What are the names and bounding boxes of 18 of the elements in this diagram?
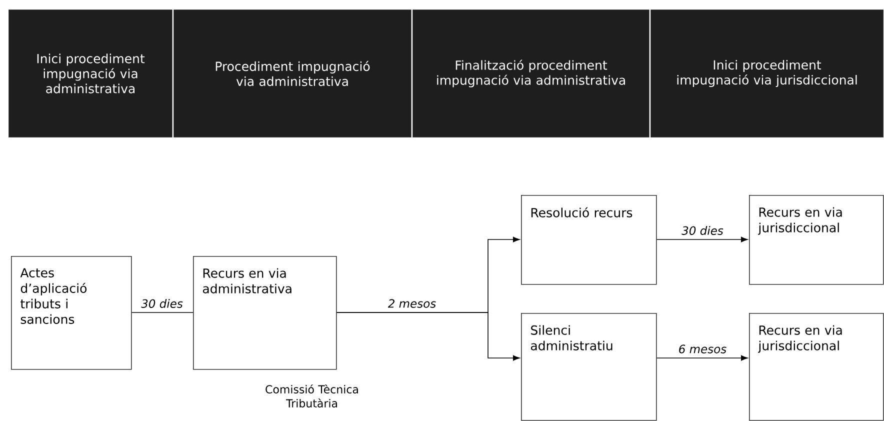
edge-label: 6 mesos — [677, 344, 728, 354]
edge-label: 2 mesos — [386, 298, 438, 309]
process-box: Recurs en via jurisdiccional — [749, 195, 884, 285]
process-box: Actes d’aplicació tributs i sancions — [11, 256, 132, 370]
process-box: Recurs en via administrativa — [193, 256, 337, 370]
arrow — [656, 355, 748, 361]
column-header: Inici procediment impugnació via jurisdiccional — [649, 8, 884, 139]
edge-label: 30 dies — [680, 225, 724, 236]
column-header: Inici procediment impugnació via administrativa — [7, 8, 174, 139]
note-text: Comissió Tècnica Tributària — [266, 384, 358, 408]
process-box: Resolució recurs — [521, 195, 657, 285]
edge-label: 30 dies — [140, 298, 184, 309]
arrow — [336, 312, 520, 361]
process-box: Silenci administratiu — [521, 313, 657, 421]
process-box: Recurs en via jurisdiccional — [749, 313, 884, 421]
column-header: Finalització procediment impugnació via administrativa — [411, 8, 651, 139]
arrow — [656, 236, 748, 242]
column-header: Procediment impugnació via administrativa — [172, 8, 413, 139]
